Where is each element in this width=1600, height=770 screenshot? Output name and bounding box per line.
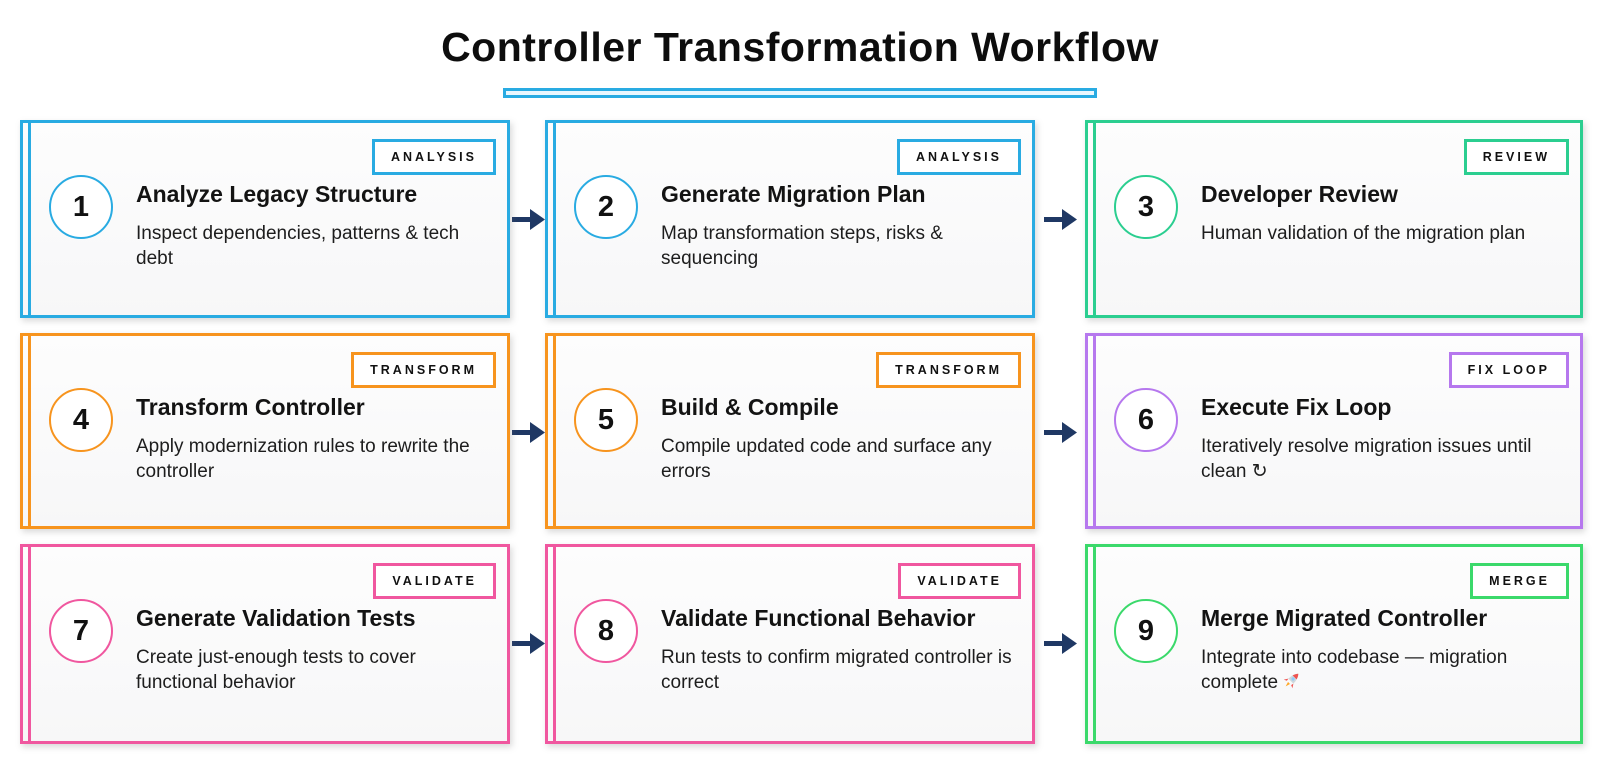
step-number-circle: 8 [574, 599, 638, 663]
text-block: Developer Review Human validation of the… [1201, 175, 1525, 246]
step-card-7: VALIDATE 7 Generate Validation Tests Cre… [20, 544, 510, 744]
phase-badge: REVIEW [1463, 139, 1569, 175]
step-title: Transform Controller [136, 394, 365, 420]
text-block: Generate Validation Tests Create just-en… [136, 599, 493, 696]
step-description: Run tests to confirm migrated controller… [661, 647, 1012, 694]
step-description-text: Integrate into codebase — migration comp… [1201, 647, 1508, 694]
card-body: 6 Execute Fix Loop Iteratively resolve m… [1088, 336, 1580, 485]
card-body: 1 Analyze Legacy Structure Inspect depen… [23, 123, 507, 272]
step-number-circle: 7 [49, 599, 113, 663]
step-number-circle: 2 [574, 175, 638, 239]
flow-arrow-icon [1043, 421, 1077, 444]
flow-arrow-icon [1043, 208, 1077, 231]
text-block: Validate Functional Behavior Run tests t… [661, 599, 1018, 696]
text-block: Execute Fix Loop Iteratively resolve mig… [1201, 388, 1566, 485]
text-block: Analyze Legacy Structure Inspect depende… [136, 175, 493, 272]
phase-badge: FIX LOOP [1448, 352, 1569, 388]
step-title: Build & Compile [661, 394, 839, 420]
step-title: Merge Migrated Controller [1201, 605, 1488, 631]
phase-badge: TRANSFORM [876, 352, 1021, 388]
step-description: Iteratively resolve migration issues unt… [1201, 436, 1532, 483]
step-title: Generate Migration Plan [661, 181, 926, 207]
step-description: Integrate into codebase — migration comp… [1201, 645, 1566, 699]
step-card-4: TRANSFORM 4 Transform Controller Apply m… [20, 333, 510, 529]
step-card-6: FIX LOOP 6 Execute Fix Loop Iteratively … [1085, 333, 1583, 529]
card-body: 4 Transform Controller Apply modernizati… [23, 336, 507, 485]
step-card-9: MERGE 9 Merge Migrated Controller Integr… [1085, 544, 1583, 744]
step-title: Developer Review [1201, 181, 1398, 207]
text-block: Transform Controller Apply modernization… [136, 388, 493, 485]
card-body: 2 Generate Migration Plan Map transforma… [548, 123, 1032, 272]
phase-badge: VALIDATE [898, 563, 1021, 599]
phase-badge: VALIDATE [373, 563, 496, 599]
diagram-header: Controller Transformation Workflow [0, 0, 1600, 98]
step-number-circle: 4 [49, 388, 113, 452]
step-number-circle: 3 [1114, 175, 1178, 239]
page-title: Controller Transformation Workflow [441, 24, 1159, 70]
step-description: Create just-enough tests to cover functi… [136, 647, 416, 694]
step-card-5: TRANSFORM 5 Build & Compile Compile upda… [545, 333, 1035, 529]
step-card-1: ANALYSIS 1 Analyze Legacy Structure Insp… [20, 120, 510, 318]
card-body: 8 Validate Functional Behavior Run tests… [548, 547, 1032, 696]
step-description: Compile updated code and surface any err… [661, 436, 992, 483]
flow-arrow-icon [511, 421, 545, 444]
step-description: Apply modernization rules to rewrite the… [136, 436, 470, 483]
flow-arrow-icon [511, 632, 545, 655]
phase-badge: TRANSFORM [351, 352, 496, 388]
step-description: Map transformation steps, risks & sequen… [661, 223, 943, 270]
step-title: Generate Validation Tests [136, 605, 416, 631]
workflow-grid: ANALYSIS 1 Analyze Legacy Structure Insp… [20, 120, 1600, 744]
phase-badge: ANALYSIS [896, 139, 1021, 175]
flow-arrow-icon [511, 208, 545, 231]
rocket-emoji [1281, 670, 1302, 698]
step-number-circle: 6 [1114, 388, 1178, 452]
card-body: 7 Generate Validation Tests Create just-… [23, 547, 507, 696]
step-description: Human validation of the migration plan [1201, 223, 1526, 244]
step-title: Analyze Legacy Structure [136, 181, 418, 207]
step-number-circle: 1 [49, 175, 113, 239]
step-number-circle: 5 [574, 388, 638, 452]
text-block: Merge Migrated Controller Integrate into… [1201, 599, 1566, 699]
card-body: 5 Build & Compile Compile updated code a… [548, 336, 1032, 485]
step-title: Execute Fix Loop [1201, 394, 1392, 420]
step-card-2: ANALYSIS 2 Generate Migration Plan Map t… [545, 120, 1035, 318]
card-body: 3 Developer Review Human validation of t… [1088, 123, 1580, 246]
step-card-8: VALIDATE 8 Validate Functional Behavior … [545, 544, 1035, 744]
step-number-circle: 9 [1114, 599, 1178, 663]
step-card-3: REVIEW 3 Developer Review Human validati… [1085, 120, 1583, 318]
title-underline [503, 88, 1097, 98]
flow-arrow-icon [1043, 632, 1077, 655]
step-description: Inspect dependencies, patterns & tech de… [136, 223, 460, 270]
text-block: Generate Migration Plan Map transformati… [661, 175, 1018, 272]
phase-badge: MERGE [1470, 563, 1569, 599]
text-block: Build & Compile Compile updated code and… [661, 388, 1018, 485]
card-body: 9 Merge Migrated Controller Integrate in… [1088, 547, 1580, 699]
step-title: Validate Functional Behavior [661, 605, 976, 631]
phase-badge: ANALYSIS [371, 139, 496, 175]
